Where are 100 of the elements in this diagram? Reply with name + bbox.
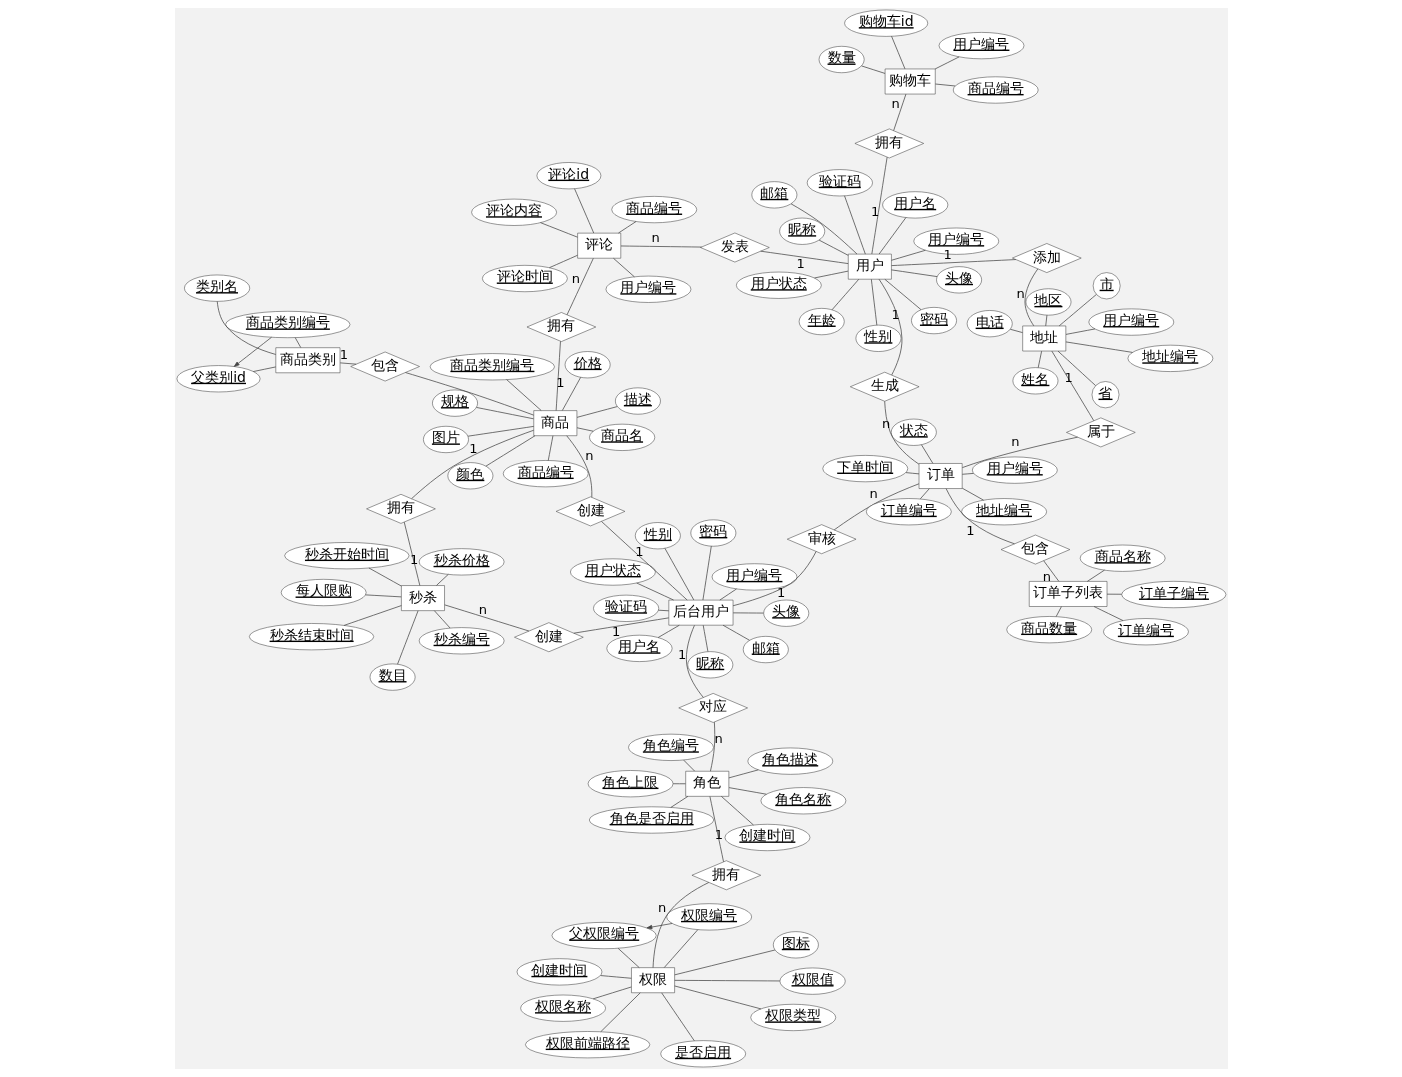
connector <box>443 604 529 632</box>
connector <box>1009 328 1023 333</box>
edge-label: n <box>869 485 878 501</box>
connector <box>920 444 933 464</box>
connector <box>702 624 708 652</box>
node-diamond: 发表 <box>699 232 770 263</box>
connector <box>961 436 1078 468</box>
connector <box>870 156 887 255</box>
connector <box>1024 268 1038 327</box>
connector <box>682 759 695 772</box>
connector <box>339 362 357 365</box>
connector <box>539 222 578 238</box>
connector <box>892 93 906 131</box>
edge-label: 1 <box>1064 369 1073 385</box>
connector <box>660 992 695 1042</box>
edge-label: n <box>657 899 666 915</box>
edge-label: 1 <box>714 827 723 843</box>
node-ellipse: 商品编号 <box>502 460 588 488</box>
edge-label: n <box>1016 285 1025 301</box>
node-ellipse: 规格 <box>431 389 478 417</box>
arrow <box>646 923 672 930</box>
node-box: 后台用户 <box>668 599 733 626</box>
connector <box>669 795 688 808</box>
connector <box>617 221 636 234</box>
node-ellipse: 年龄 <box>798 308 845 336</box>
node-diamond: 创建 <box>555 496 625 527</box>
connector <box>860 65 885 74</box>
connector <box>657 609 669 612</box>
node-box: 权限 <box>630 967 675 993</box>
connector <box>664 547 694 601</box>
connector <box>934 83 955 87</box>
connector <box>435 573 449 586</box>
connector <box>663 929 698 968</box>
node-box: 地址 <box>1021 325 1066 352</box>
connector <box>1044 314 1047 327</box>
node-ellipse: 姓名 <box>1012 367 1058 395</box>
connector <box>1037 350 1042 369</box>
node-diamond: 审核 <box>786 524 856 554</box>
connector <box>1065 341 1133 353</box>
connector <box>934 56 959 70</box>
node-ellipse: 邮箱 <box>742 636 789 663</box>
connector <box>890 35 905 70</box>
connector <box>548 254 578 269</box>
connector <box>759 250 849 264</box>
node-diamond: 拥有 <box>691 860 761 891</box>
node-ellipse: 用户编号 <box>938 32 1024 60</box>
connector <box>1065 328 1095 335</box>
connector <box>592 986 632 1000</box>
node-diamond: 拥有 <box>854 128 924 159</box>
connector <box>919 488 930 500</box>
connector <box>216 301 276 355</box>
node-ellipse: 用户名 <box>881 191 948 219</box>
node-ellipse: 状态 <box>890 418 937 446</box>
node-ellipse: 价格 <box>564 351 610 379</box>
node-diamond: 包含 <box>1000 534 1070 565</box>
node-ellipse: 密码 <box>910 307 957 335</box>
connector <box>720 796 754 826</box>
connector <box>732 551 817 607</box>
connector <box>878 217 906 255</box>
node-ellipse: 地区 <box>1025 288 1071 316</box>
connector <box>884 278 921 311</box>
node-ellipse: 角色上限 <box>587 770 673 798</box>
node-box: 评论 <box>576 232 621 259</box>
connector <box>1055 606 1062 617</box>
node-ellipse: 秒杀价格 <box>418 548 504 576</box>
edge-label: 1 <box>870 204 879 220</box>
connector <box>722 624 750 641</box>
connector <box>364 594 402 598</box>
connector <box>833 483 919 531</box>
node-diamond: 生成 <box>849 371 919 402</box>
edge-label: n <box>1010 434 1019 450</box>
connector <box>635 582 674 601</box>
connector <box>728 769 759 779</box>
node-ellipse: 用户状态 <box>735 271 822 299</box>
node-ellipse: 权限值 <box>779 967 846 995</box>
connector <box>433 610 450 629</box>
connector <box>1086 569 1105 582</box>
connector <box>890 249 926 261</box>
node-ellipse: 父类别id <box>176 365 260 393</box>
edge-label: 1 <box>555 374 565 390</box>
edge-label: n <box>478 601 487 617</box>
node-ellipse: 购物车id <box>843 9 928 37</box>
node-ellipse: 商品编号 <box>952 76 1038 104</box>
node-ellipse: 用户编号 <box>1088 308 1174 336</box>
node-diamond: 包含 <box>349 351 420 382</box>
connector <box>728 787 767 795</box>
edge-label: n <box>881 416 890 432</box>
connector <box>555 340 561 411</box>
connector <box>818 239 849 256</box>
node-ellipse: 电话 <box>966 310 1013 338</box>
node-ellipse: 商品编号 <box>611 196 697 224</box>
connector <box>547 435 553 461</box>
node-ellipse: 邮箱 <box>751 181 797 209</box>
edge-label: n <box>890 96 900 112</box>
edge-label: n <box>571 270 580 286</box>
connector <box>673 949 775 976</box>
node-ellipse: 权限类型 <box>750 1004 836 1031</box>
connector <box>883 400 919 465</box>
node-ellipse: 角色描述 <box>747 747 833 775</box>
connector <box>672 783 686 785</box>
